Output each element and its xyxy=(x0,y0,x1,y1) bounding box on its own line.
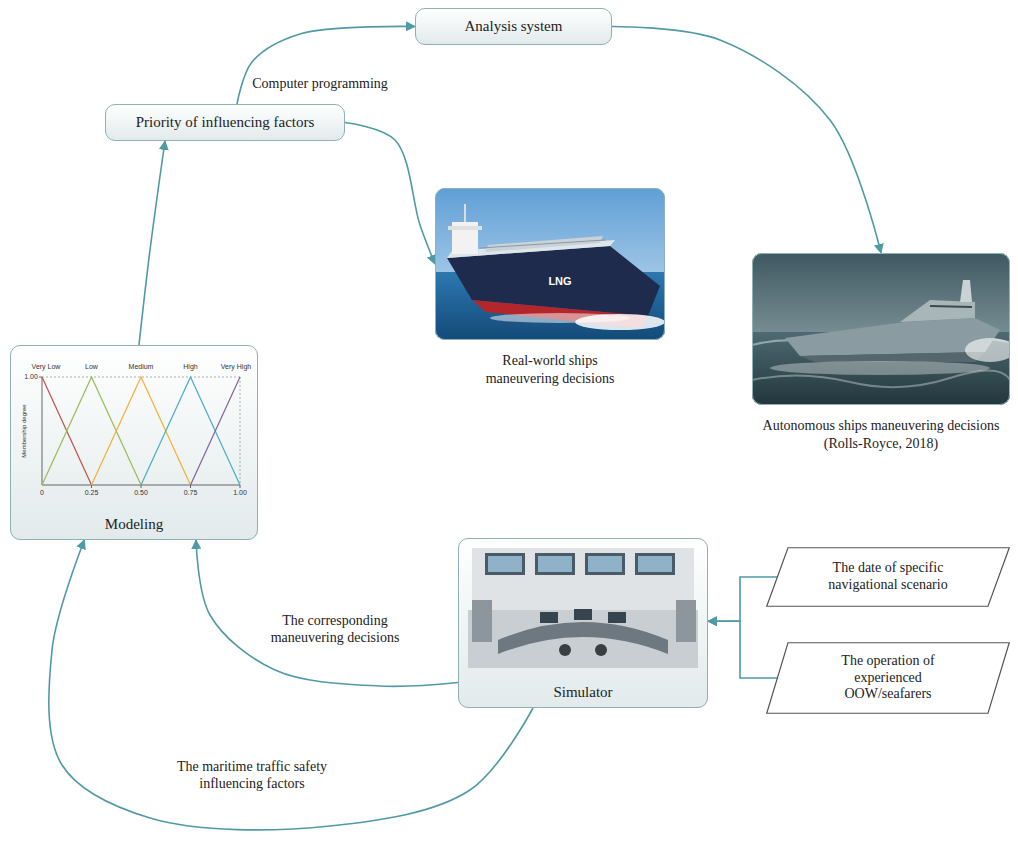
node-text: Autonomous ships maneuvering decisions (… xyxy=(761,417,1001,452)
picture-box: Autonomous ships maneuvering decisions (… xyxy=(752,253,1010,452)
chart-label: High xyxy=(183,363,197,371)
chart-label: Very Low xyxy=(32,363,61,371)
chart-label: Low xyxy=(85,363,98,371)
node-text: Real-world ships maneuvering decisions xyxy=(468,352,633,387)
flow-arrow xyxy=(237,26,415,104)
membership-chart xyxy=(10,345,258,540)
chart-label: 1.00 xyxy=(24,373,38,381)
ship-simulator-picture xyxy=(458,538,708,708)
flow-arrow xyxy=(612,26,881,253)
node-text: Priority of influencing factors xyxy=(136,114,315,131)
node-text: The operation of experienced OOW/seafare… xyxy=(813,653,963,703)
flow-arrow xyxy=(196,540,458,686)
edge-label: Computer programming xyxy=(249,76,391,93)
hull-marking: LNG xyxy=(548,275,571,287)
edge-label: The corresponding maneuvering decisions xyxy=(257,613,413,647)
input-parallelogram: The date of specific navigational scenar… xyxy=(766,547,1010,607)
chart-label: 1.00 xyxy=(233,489,247,497)
flow-arrow xyxy=(49,540,533,830)
flow-arrow xyxy=(345,123,435,265)
flow-arrow xyxy=(708,577,777,621)
autonomous-ship-picture xyxy=(752,253,1010,405)
chart-label: Very High xyxy=(221,363,251,371)
parallelogram-shape xyxy=(767,643,1010,714)
chart-label: 0 xyxy=(40,489,44,497)
node-text: Modeling xyxy=(105,516,163,533)
node-text: Simulator xyxy=(553,684,612,701)
flow-arrow xyxy=(139,141,165,345)
process-box: Priority of influencing factors xyxy=(105,104,345,141)
input-parallelogram: The operation of experienced OOW/seafare… xyxy=(766,642,1010,714)
chart-label: 0.25 xyxy=(85,489,99,497)
picture-box: Real-world ships maneuvering decisions xyxy=(435,188,665,387)
parallelogram-shape xyxy=(767,548,1010,607)
lng-ship-picture xyxy=(435,188,665,340)
chart-label: 0.75 xyxy=(184,489,198,497)
process-box: Analysis system xyxy=(415,8,612,45)
node-text: Analysis system xyxy=(465,18,563,35)
edge-label: The maritime traffic safety influencing … xyxy=(159,759,345,793)
chart-label: 0.50 xyxy=(134,489,148,497)
picture-box: Modeling xyxy=(10,345,258,540)
node-text: The date of specific navigational scenar… xyxy=(813,560,963,594)
chart-label: Medium xyxy=(129,363,154,371)
chart-label: Membership degree xyxy=(21,404,28,457)
picture-frame xyxy=(435,188,665,340)
flow-arrow xyxy=(708,621,777,678)
picture-box: Simulator xyxy=(458,538,708,708)
picture-frame xyxy=(752,253,1010,405)
